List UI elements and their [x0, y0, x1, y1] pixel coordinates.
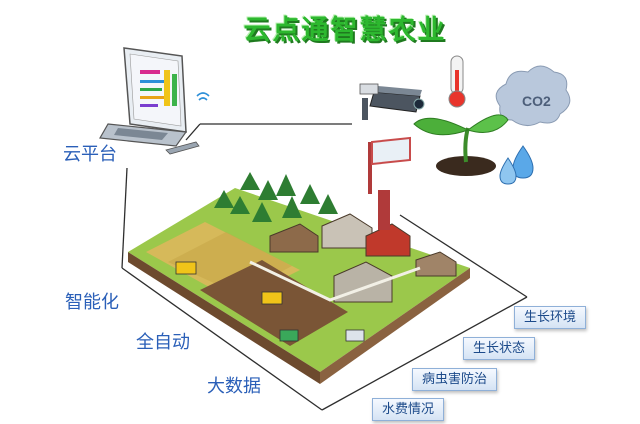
boundary-lines	[121, 123, 528, 411]
tag-water-fee: 水费情况	[372, 398, 445, 421]
water-drop-icon	[499, 145, 534, 185]
tag-pest-control: 病虫害防治	[412, 368, 498, 391]
thermometer-icon	[448, 55, 466, 108]
seedling-icon	[413, 114, 509, 176]
tag-growth-status: 生长状态	[463, 337, 536, 360]
co2-label: CO2	[522, 93, 551, 109]
page-title: 云点通智慧农业	[243, 15, 447, 46]
label-cloud-platform: 云平台	[63, 144, 117, 165]
camera-icon	[359, 83, 425, 120]
label-automation: 全自动	[136, 332, 190, 353]
display-panel-icon	[368, 136, 411, 194]
laptop-icon	[99, 47, 210, 155]
label-big-data: 大数据	[207, 376, 261, 397]
co2-cloud-icon: CO2	[495, 65, 571, 126]
farm-scene	[128, 172, 470, 384]
tag-growth-environment: 生长环境	[514, 306, 587, 329]
label-smart: 智能化	[65, 292, 119, 313]
